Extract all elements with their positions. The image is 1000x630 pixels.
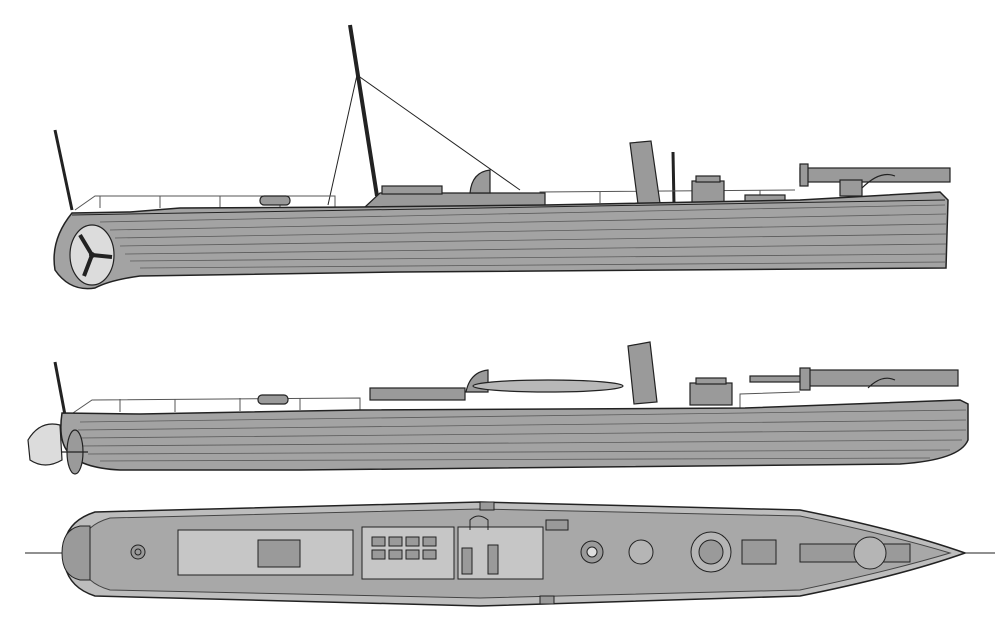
side-profile-upper	[53, 24, 951, 290]
mast	[53, 361, 67, 416]
deck-fittings	[130, 501, 911, 605]
railing	[69, 391, 801, 416]
hull-lower	[60, 399, 969, 471]
hull-planking	[77, 409, 967, 462]
superstructure	[257, 341, 959, 406]
propeller	[69, 224, 115, 286]
side-profile-lower	[27, 341, 969, 475]
mast	[53, 24, 676, 211]
plan-view	[25, 501, 995, 607]
propeller	[27, 423, 88, 475]
stern-cap	[61, 525, 91, 581]
